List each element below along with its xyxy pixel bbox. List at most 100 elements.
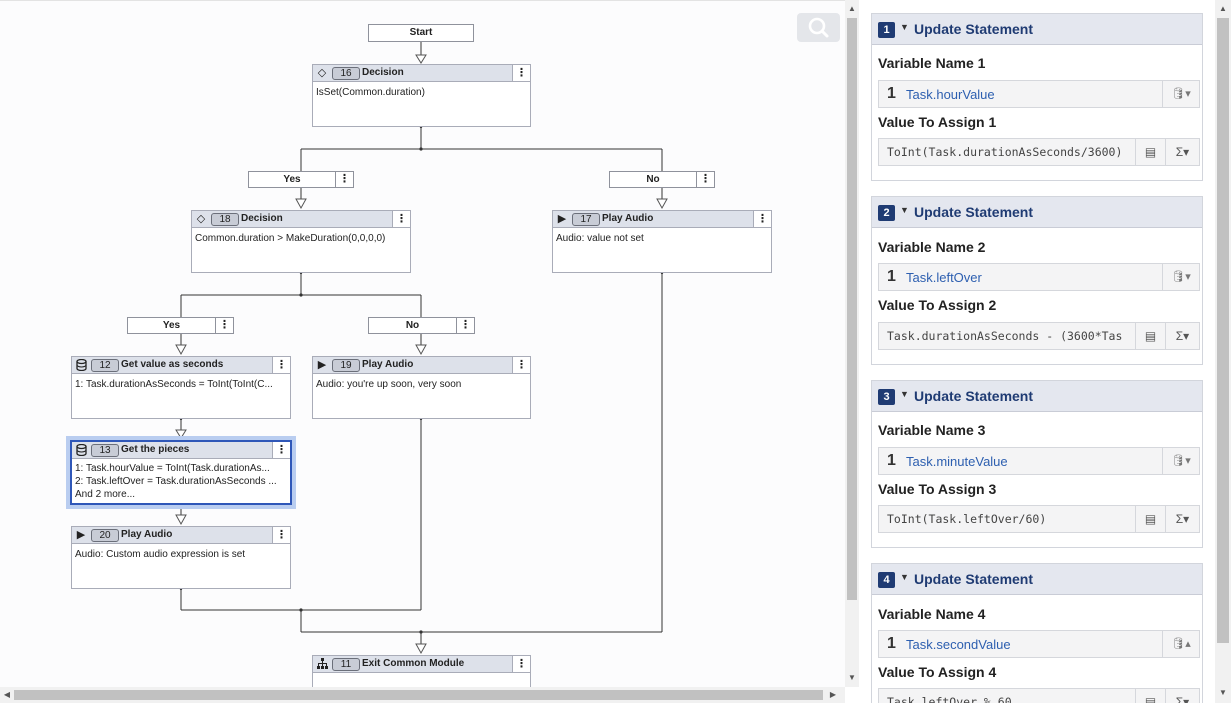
scroll-up-icon[interactable]: ▲ xyxy=(1219,4,1227,13)
database-dropdown-icon[interactable]: 🛢▾ xyxy=(1162,264,1199,290)
node-id-badge: 18 xyxy=(211,213,239,226)
caret-down-icon[interactable]: ▼ xyxy=(900,22,909,32)
variable-name-label: Variable Name 3 xyxy=(878,422,986,438)
statement-number: 4 xyxy=(878,572,895,588)
scroll-right-icon[interactable]: ▶ xyxy=(829,690,837,699)
number-type-icon: 1 xyxy=(887,635,896,652)
value-to-assign-field[interactable]: Task.durationAsSeconds - (3600*Tas ▤ Σ▾ xyxy=(878,322,1200,350)
node-id-badge: 11 xyxy=(332,658,360,671)
value-to-assign-field[interactable]: Task.leftOver % 60 ▤ Σ▾ xyxy=(878,688,1200,703)
variable-value[interactable]: Task.secondValue xyxy=(906,637,1011,652)
expression-text[interactable]: Task.leftOver % 60 xyxy=(887,695,1012,703)
statement-number: 3 xyxy=(878,389,895,405)
decision-node-18[interactable]: ◇ 18 Decision ⋮ Common.duration > MakeDu… xyxy=(191,210,411,273)
variable-name-field[interactable]: 1 Task.secondValue 🛢▴ xyxy=(878,630,1200,658)
hierarchy-icon xyxy=(316,658,328,670)
node-body: 1: Task.durationAsSeconds = ToInt(ToInt(… xyxy=(75,379,273,390)
branch-yes-16[interactable]: Yes ⋮ xyxy=(248,171,354,188)
expression-editor-icon[interactable]: ▤ xyxy=(1135,689,1165,703)
node-body: 1: Task.hourValue = ToInt(Task.durationA… xyxy=(75,463,277,500)
variable-value[interactable]: Task.minuteValue xyxy=(906,454,1008,469)
database-dropdown-icon[interactable]: 🛢▾ xyxy=(1162,448,1199,474)
start-node[interactable]: Start xyxy=(368,24,474,42)
node-menu-button[interactable]: ⋮ xyxy=(272,357,290,373)
database-dropdown-icon[interactable]: 🛢▴ xyxy=(1162,631,1199,657)
play-icon: ▶ xyxy=(317,359,327,371)
branch-no-16[interactable]: No ⋮ xyxy=(609,171,715,188)
update-statement-3: 3 ▼ Update Statement Variable Name 3 1 T… xyxy=(871,380,1203,548)
node-menu-button[interactable]: ⋮ xyxy=(512,65,530,81)
node-title: Decision xyxy=(362,67,404,78)
panel-vertical-scrollbar[interactable]: ▲ ▼ xyxy=(1215,0,1231,703)
value-to-assign-field[interactable]: ToInt(Task.durationAsSeconds/3600) ▤ Σ▾ xyxy=(878,138,1200,166)
caret-down-icon[interactable]: ▼ xyxy=(900,389,909,399)
branch-no-18[interactable]: No ⋮ xyxy=(368,317,475,334)
expression-editor-icon[interactable]: ▤ xyxy=(1135,506,1165,532)
sigma-dropdown-icon[interactable]: Σ▾ xyxy=(1165,139,1199,165)
sigma-dropdown-icon[interactable]: Σ▾ xyxy=(1165,506,1199,532)
expression-editor-icon[interactable]: ▤ xyxy=(1135,139,1165,165)
scroll-down-icon[interactable]: ▼ xyxy=(1219,688,1227,697)
variable-name-label: Variable Name 2 xyxy=(878,239,986,255)
search-button[interactable] xyxy=(797,13,840,42)
database-dropdown-icon[interactable]: 🛢▾ xyxy=(1162,81,1199,107)
branch-menu-button[interactable]: ⋮ xyxy=(696,172,714,187)
value-to-assign-label: Value To Assign 3 xyxy=(878,481,997,497)
node-id-badge: 12 xyxy=(91,359,119,372)
flow-canvas[interactable]: Start ◇ 16 Decision ⋮ IsSet(Common.durat… xyxy=(0,0,845,688)
expression-text[interactable]: Task.durationAsSeconds - (3600*Tas xyxy=(887,329,1123,343)
canvas-horizontal-scrollbar[interactable]: ◀ ▶ xyxy=(0,687,845,703)
variable-value[interactable]: Task.leftOver xyxy=(906,270,982,285)
node-id-badge: 16 xyxy=(332,67,360,80)
play-audio-node-20[interactable]: ▶ 20 Play Audio ⋮ Audio: Custom audio ex… xyxy=(71,526,291,589)
node-menu-button[interactable]: ⋮ xyxy=(272,527,290,543)
statement-header[interactable]: 3 ▼ Update Statement xyxy=(872,381,1202,412)
node-title: Play Audio xyxy=(362,359,414,370)
flow-connectors xyxy=(175,42,668,655)
node-menu-button[interactable]: ⋮ xyxy=(392,211,410,227)
caret-down-icon[interactable]: ▼ xyxy=(900,572,909,582)
update-node-12[interactable]: 12 Get value as seconds ⋮ 1: Task.durati… xyxy=(71,356,291,419)
node-id-badge: 20 xyxy=(91,529,119,542)
scrollbar-thumb[interactable] xyxy=(847,18,857,600)
branch-menu-button[interactable]: ⋮ xyxy=(215,318,233,333)
expression-text[interactable]: ToInt(Task.leftOver/60) xyxy=(887,512,1047,526)
branch-menu-button[interactable]: ⋮ xyxy=(456,318,474,333)
scroll-down-icon[interactable]: ▼ xyxy=(848,673,856,682)
sigma-dropdown-icon[interactable]: Σ▾ xyxy=(1165,689,1199,703)
sigma-dropdown-icon[interactable]: Σ▾ xyxy=(1165,323,1199,349)
expression-editor-icon[interactable]: ▤ xyxy=(1135,323,1165,349)
node-menu-button[interactable]: ⋮ xyxy=(272,442,290,458)
node-menu-button[interactable]: ⋮ xyxy=(753,211,771,227)
node-title: Get value as seconds xyxy=(121,359,224,370)
statement-header[interactable]: 1 ▼ Update Statement xyxy=(872,14,1202,45)
play-audio-node-17[interactable]: ▶ 17 Play Audio ⋮ Audio: value not set xyxy=(552,210,772,273)
exit-module-node-11[interactable]: 11 Exit Common Module ⋮ xyxy=(312,655,531,688)
scrollbar-thumb[interactable] xyxy=(1217,18,1229,643)
canvas-vertical-scrollbar[interactable]: ▲ ▼ xyxy=(845,0,859,687)
variable-name-field[interactable]: 1 Task.leftOver 🛢▾ xyxy=(878,263,1200,291)
variable-name-field[interactable]: 1 Task.minuteValue 🛢▾ xyxy=(878,447,1200,475)
search-icon xyxy=(808,17,829,38)
scroll-up-icon[interactable]: ▲ xyxy=(848,4,856,13)
node-body: IsSet(Common.duration) xyxy=(316,87,425,98)
statement-header[interactable]: 2 ▼ Update Statement xyxy=(872,197,1202,228)
statement-title: Update Statement xyxy=(914,21,1034,37)
node-menu-button[interactable]: ⋮ xyxy=(512,656,530,672)
statement-header[interactable]: 4 ▼ Update Statement xyxy=(872,564,1202,595)
value-to-assign-field[interactable]: ToInt(Task.leftOver/60) ▤ Σ▾ xyxy=(878,505,1200,533)
play-audio-node-19[interactable]: ▶ 19 Play Audio ⋮ Audio: you're up soon,… xyxy=(312,356,531,419)
node-title: Play Audio xyxy=(121,529,173,540)
caret-down-icon[interactable]: ▼ xyxy=(900,205,909,215)
scrollbar-thumb[interactable] xyxy=(14,690,823,700)
branch-menu-button[interactable]: ⋮ xyxy=(335,172,353,187)
node-menu-button[interactable]: ⋮ xyxy=(512,357,530,373)
update-node-13[interactable]: 13 Get the pieces ⋮ 1: Task.hourValue = … xyxy=(70,440,292,505)
variable-value[interactable]: Task.hourValue xyxy=(906,87,995,102)
branch-yes-18[interactable]: Yes ⋮ xyxy=(127,317,234,334)
decision-node-16[interactable]: ◇ 16 Decision ⋮ IsSet(Common.duration) xyxy=(312,64,531,127)
database-icon xyxy=(75,358,87,372)
expression-text[interactable]: ToInt(Task.durationAsSeconds/3600) xyxy=(887,145,1123,159)
scroll-left-icon[interactable]: ◀ xyxy=(3,690,11,699)
variable-name-field[interactable]: 1 Task.hourValue 🛢▾ xyxy=(878,80,1200,108)
